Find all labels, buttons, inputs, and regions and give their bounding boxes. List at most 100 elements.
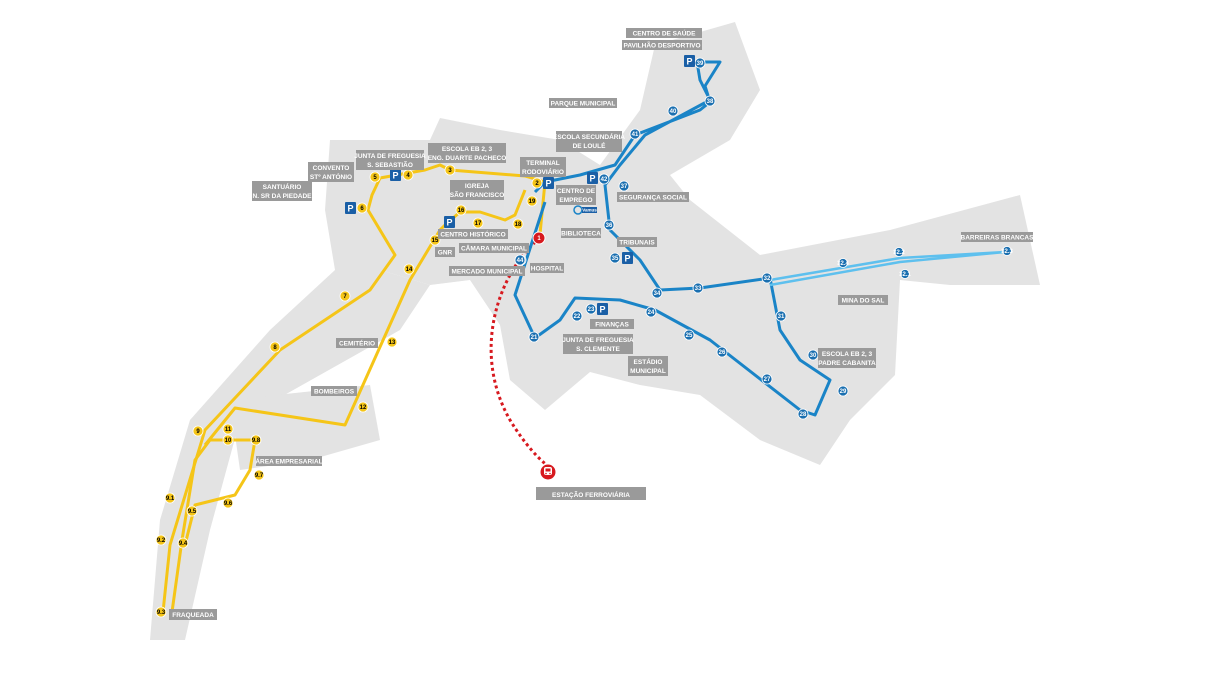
svg-text:P: P bbox=[624, 254, 630, 264]
svg-text:35: 35 bbox=[612, 256, 619, 262]
svg-text:SÃO FRANCISCO: SÃO FRANCISCO bbox=[450, 190, 505, 199]
svg-text:MUNICIPAL: MUNICIPAL bbox=[630, 368, 666, 375]
stop-24[interactable]: 24 bbox=[645, 306, 657, 318]
svg-text:7: 7 bbox=[343, 294, 347, 300]
svg-text:44: 44 bbox=[517, 258, 524, 264]
svg-text:36: 36 bbox=[606, 223, 613, 229]
stop-9[interactable]: 9 bbox=[192, 425, 204, 437]
svg-text:ESCOLA EB 2, 3: ESCOLA EB 2, 3 bbox=[822, 351, 873, 358]
stop-42[interactable]: 42 bbox=[598, 173, 610, 185]
label-gnr: GNR bbox=[435, 247, 455, 257]
svg-text:24: 24 bbox=[648, 310, 655, 316]
stop-26[interactable]: 26 bbox=[716, 346, 728, 358]
svg-text:18: 18 bbox=[515, 222, 522, 228]
svg-text:9.7: 9.7 bbox=[255, 473, 264, 479]
stop-1[interactable]: 1 bbox=[532, 231, 546, 245]
stop-28[interactable]: 28 bbox=[797, 408, 809, 420]
svg-text:FINANÇAS: FINANÇAS bbox=[595, 322, 629, 329]
stop-27[interactable]: 27 bbox=[761, 373, 773, 385]
svg-text:41: 41 bbox=[632, 132, 639, 138]
parking-tribunais: P bbox=[622, 252, 633, 264]
svg-text:MERCADO MUNICIPAL: MERCADO MUNICIPAL bbox=[451, 269, 522, 276]
stop-22[interactable]: 22 bbox=[571, 310, 583, 322]
stop-7[interactable]: 7 bbox=[339, 290, 351, 302]
stop-11[interactable]: 11 bbox=[222, 423, 234, 435]
stop-2[interactable]: 2 bbox=[531, 177, 543, 189]
stop-23[interactable]: 23 bbox=[585, 303, 597, 315]
svg-text:ENG. DUARTE PACHECO: ENG. DUARTE PACHECO bbox=[428, 155, 507, 162]
stop-3[interactable]: 3 bbox=[444, 164, 456, 176]
svg-text:32.3: 32.3 bbox=[1001, 249, 1013, 255]
stop-32-3[interactable]: 32.3 bbox=[1001, 246, 1013, 256]
stop-19[interactable]: 19 bbox=[526, 195, 538, 207]
stop-32[interactable]: 32 bbox=[761, 272, 773, 284]
stop-16[interactable]: 16 bbox=[455, 204, 467, 216]
svg-text:ESCOLA EB 2, 3: ESCOLA EB 2, 3 bbox=[442, 146, 493, 153]
stop-37[interactable]: 37 bbox=[618, 180, 630, 192]
label-camara: CÂMARA MUNICIPAL bbox=[459, 243, 529, 253]
stop-32-4[interactable]: 32.4 bbox=[837, 258, 849, 268]
stop-5[interactable]: 5 bbox=[369, 171, 381, 183]
svg-text:32: 32 bbox=[764, 276, 771, 282]
stop-8[interactable]: 8 bbox=[269, 341, 281, 353]
stop-34[interactable]: 34 bbox=[651, 287, 663, 299]
svg-text:CENTRO DE: CENTRO DE bbox=[557, 188, 596, 195]
svg-text:4: 4 bbox=[406, 173, 410, 179]
svg-text:EMPREGO: EMPREGO bbox=[559, 197, 592, 204]
stop-29[interactable]: 29 bbox=[837, 385, 849, 397]
stop-17[interactable]: 17 bbox=[472, 217, 484, 229]
stop-9-1[interactable]: 9.1 bbox=[164, 492, 176, 504]
svg-text:10: 10 bbox=[225, 438, 232, 444]
stop-18[interactable]: 18 bbox=[512, 218, 524, 230]
urban-area bbox=[150, 22, 1040, 640]
stop-9-8[interactable]: 9.8 bbox=[250, 434, 262, 446]
svg-text:HOSPITAL: HOSPITAL bbox=[531, 266, 563, 273]
svg-text:TRIBUNAIS: TRIBUNAIS bbox=[619, 240, 655, 247]
label-escola-eb-duarte: ESCOLA EB 2, 3 ENG. DUARTE PACHECO bbox=[428, 143, 507, 163]
label-hospital: HOSPITAL bbox=[530, 263, 564, 273]
svg-text:PARQUE MUNICIPAL: PARQUE MUNICIPAL bbox=[551, 101, 616, 108]
stop-4[interactable]: 4 bbox=[402, 169, 414, 181]
stop-6[interactable]: 6 bbox=[356, 202, 368, 214]
yellow-stops: 1 2 3 4 5 6 7 8 9 10 11 12 13 14 15 16 1… bbox=[155, 164, 546, 618]
stop-9-5[interactable]: 9.5 bbox=[186, 505, 198, 517]
stop-15[interactable]: 15 bbox=[429, 234, 441, 246]
label-mercado: MERCADO MUNICIPAL bbox=[449, 266, 525, 276]
svg-text:42: 42 bbox=[601, 177, 608, 183]
stop-12[interactable]: 12 bbox=[357, 401, 369, 413]
stop-25[interactable]: 25 bbox=[683, 329, 695, 341]
stop-38[interactable]: 38 bbox=[704, 95, 716, 107]
stop-9-6[interactable]: 9.6 bbox=[222, 497, 234, 509]
stop-35[interactable]: 35 bbox=[609, 252, 621, 264]
stop-13[interactable]: 13 bbox=[386, 336, 398, 348]
stop-36[interactable]: 36 bbox=[603, 219, 615, 231]
stop-40[interactable]: 40 bbox=[667, 105, 679, 117]
stop-14[interactable]: 14 bbox=[403, 263, 415, 275]
train-station-icon bbox=[539, 463, 557, 481]
stop-33[interactable]: 33 bbox=[692, 282, 704, 294]
svg-text:9.6: 9.6 bbox=[224, 501, 233, 507]
stop-9-3[interactable]: 9.3 bbox=[155, 606, 167, 618]
stop-9-2[interactable]: 9.2 bbox=[155, 534, 167, 546]
stop-44[interactable]: 44 bbox=[514, 254, 526, 266]
svg-text:34: 34 bbox=[654, 291, 661, 297]
svg-text:P: P bbox=[686, 57, 692, 67]
stop-32-1[interactable]: 32.1 bbox=[899, 269, 911, 279]
stop-31[interactable]: 31 bbox=[775, 310, 787, 322]
stop-30[interactable]: 30 bbox=[807, 349, 819, 361]
svg-text:25: 25 bbox=[686, 333, 693, 339]
stop-9-7[interactable]: 9.7 bbox=[253, 469, 265, 481]
stop-41[interactable]: 41 bbox=[629, 128, 641, 140]
svg-text:32.4: 32.4 bbox=[837, 261, 849, 267]
svg-text:37: 37 bbox=[621, 184, 628, 190]
svg-text:1: 1 bbox=[537, 236, 541, 242]
stop-10[interactable]: 10 bbox=[222, 434, 234, 446]
stop-32-2[interactable]: 32.2 bbox=[893, 247, 905, 257]
svg-text:ESCOLA SECUNDÁRIA: ESCOLA SECUNDÁRIA bbox=[553, 132, 625, 141]
stop-9-4[interactable]: 9.4 bbox=[177, 537, 189, 549]
stop-21[interactable]: 21 bbox=[528, 331, 540, 343]
stop-39[interactable]: 39 bbox=[694, 57, 706, 69]
